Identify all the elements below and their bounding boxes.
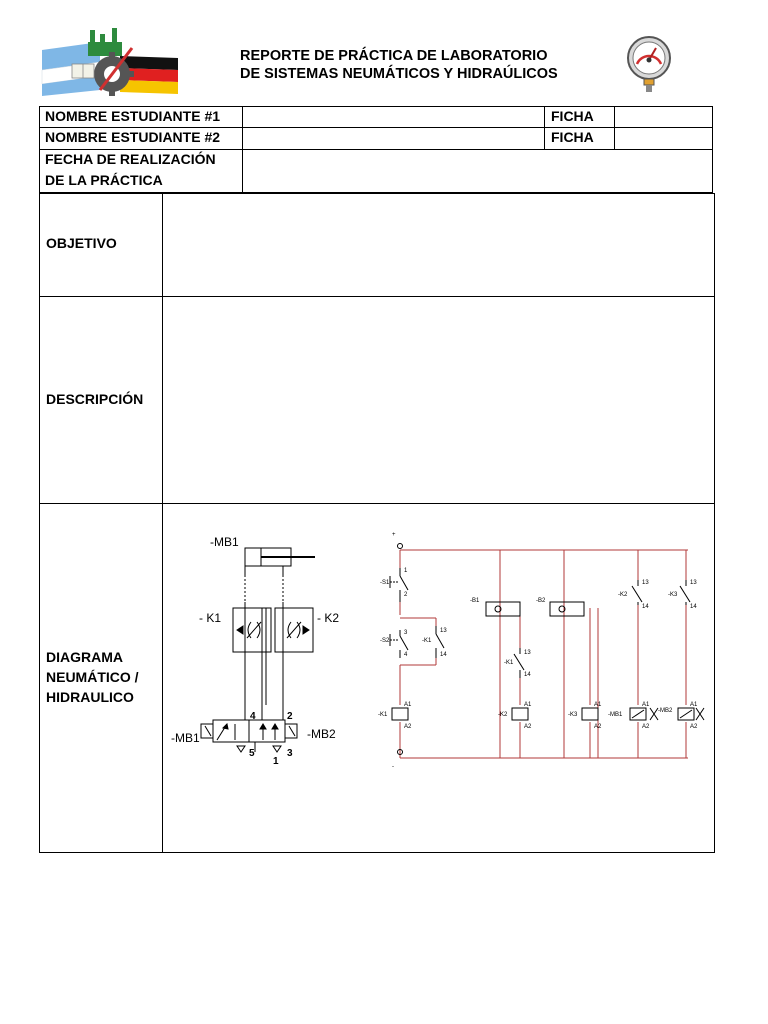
b2-label: -B2: [536, 598, 546, 604]
valve-k2-label: - K2: [317, 611, 339, 625]
svg-text:14: 14: [690, 604, 697, 610]
cylinder-label: -MB1: [210, 535, 239, 549]
b1-label: -B1: [470, 598, 480, 604]
svg-text:4: 4: [404, 652, 408, 658]
student-2-field[interactable]: [244, 128, 543, 148]
s2-label: -S2: [380, 638, 390, 644]
ficha-1-field[interactable]: [616, 107, 712, 127]
svg-text:-K1: -K1: [422, 638, 432, 644]
ficha-1-label: FICHA: [551, 108, 594, 124]
svg-text:13: 13: [690, 580, 697, 586]
svg-text:1: 1: [404, 568, 408, 574]
svg-text:A2: A2: [690, 724, 698, 730]
student-1-field[interactable]: [244, 107, 543, 127]
svg-text:A1: A1: [594, 702, 602, 708]
svg-text:A1: A1: [524, 702, 532, 708]
svg-text:A1: A1: [404, 702, 412, 708]
title-line-1: REPORTE DE PRÁCTICA DE LABORATORIO: [240, 48, 548, 64]
title-line-2: DE SISTEMAS NEUMÁTICOS Y HIDRAÚLICOS: [240, 66, 558, 82]
institution-logo-icon: [41, 28, 178, 96]
pneumatic-circuit-diagram: -MB1 - K1 - K2 -MB1 -MB2 4 2 5 3 1: [171, 535, 339, 767]
diagrama-label: DIAGRAMA NEUMÁTICO / HIDRAULICO: [46, 649, 139, 705]
svg-text:-K1: -K1: [378, 712, 388, 718]
svg-text:-K2: -K2: [498, 712, 508, 718]
report-sections-table: [39, 193, 715, 853]
report-title: REPORTE DE PRÁCTICA DE LABORATORIO DE SI…: [240, 47, 558, 83]
svg-text:14: 14: [642, 604, 649, 610]
descripcion-field[interactable]: [164, 297, 714, 502]
mb1-coil-label: -MB1: [608, 712, 623, 718]
svg-text:4: 4: [250, 711, 256, 722]
svg-text:13: 13: [642, 580, 649, 586]
svg-text:A2: A2: [524, 724, 532, 730]
date-field[interactable]: [244, 150, 712, 192]
mb2-coil-label: -MB2: [658, 708, 673, 714]
svg-text:3: 3: [287, 748, 293, 759]
solenoid-mb2-label: -MB2: [307, 727, 336, 741]
svg-text:13: 13: [524, 650, 531, 656]
svg-text:5: 5: [249, 748, 255, 759]
electric-circuit-diagram: + - -S1 -S2 -B1 -B2 -K1 -K1 -K2 -K3 -K1 …: [378, 532, 705, 770]
svg-text:+: +: [392, 532, 396, 538]
solenoid-mb1-label: -MB1: [171, 731, 200, 745]
svg-text:14: 14: [440, 652, 447, 658]
ficha-2-label: FICHA: [551, 129, 594, 145]
svg-text:13: 13: [440, 628, 447, 634]
svg-text:-K3: -K3: [668, 592, 678, 598]
svg-text:2: 2: [404, 592, 408, 598]
svg-text:-K1: -K1: [504, 660, 514, 666]
objetivo-label: OBJETIVO: [46, 235, 117, 251]
report-header: REPORTE DE PRÁCTICA DE LABORATORIO DE SI…: [0, 0, 768, 105]
svg-text:A2: A2: [594, 724, 602, 730]
valve-k1-label: - K1: [199, 611, 221, 625]
student-2-label: NOMBRE ESTUDIANTE #2: [45, 129, 221, 145]
svg-text:14: 14: [524, 672, 531, 678]
svg-text:-K3: -K3: [568, 712, 578, 718]
svg-text:A2: A2: [642, 724, 650, 730]
svg-text:-: -: [392, 764, 394, 770]
date-label-line-2: DE LA PRÁCTICA: [45, 172, 163, 188]
svg-text:1: 1: [273, 756, 279, 767]
date-label-line-1: FECHA DE REALIZACIÓN: [45, 151, 216, 167]
svg-text:-K2: -K2: [618, 592, 628, 598]
svg-text:A2: A2: [404, 724, 412, 730]
svg-text:2: 2: [287, 711, 293, 722]
pressure-gauge-icon: [627, 36, 671, 92]
s1-label: -S1: [380, 580, 390, 586]
svg-text:A1: A1: [642, 702, 650, 708]
objetivo-field[interactable]: [164, 194, 714, 295]
ficha-2-field[interactable]: [616, 128, 712, 148]
svg-text:A1: A1: [690, 702, 698, 708]
descripcion-label: DESCRIPCIÓN: [46, 391, 144, 407]
student-1-label: NOMBRE ESTUDIANTE #1: [45, 108, 221, 124]
svg-text:3: 3: [404, 630, 408, 636]
